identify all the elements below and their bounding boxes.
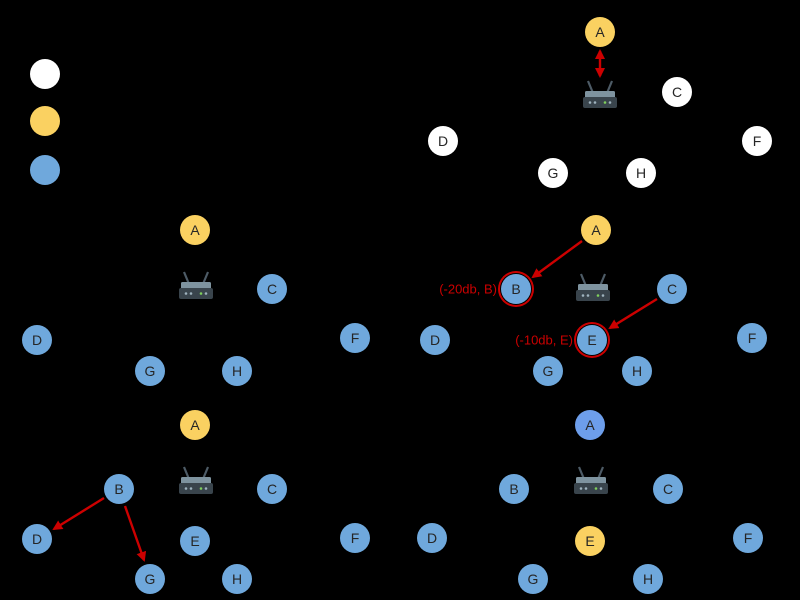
node-a: A <box>585 17 615 47</box>
node-e: E <box>575 526 605 556</box>
signal-arrow <box>123 505 147 562</box>
router-icon <box>573 273 613 305</box>
node-g: G <box>518 564 548 594</box>
signal-arrow <box>52 496 105 531</box>
node-c: C <box>657 274 687 304</box>
node-d: D <box>22 325 52 355</box>
router-icon <box>571 466 611 498</box>
node-e: E <box>180 526 210 556</box>
node-d: D <box>428 126 458 156</box>
legend-swatch-blue <box>30 155 60 185</box>
wireless-router-icon <box>583 80 617 108</box>
node-c: C <box>257 474 287 504</box>
router-icon <box>176 271 216 303</box>
node-c: C <box>257 274 287 304</box>
signal-strength-label: (-20db, B) <box>439 281 497 297</box>
node-f: F <box>737 323 767 353</box>
node-h: H <box>222 564 252 594</box>
node-e-highlighted: E <box>577 325 607 355</box>
node-g: G <box>135 356 165 386</box>
node-c: C <box>653 474 683 504</box>
signal-strength-label: (-10db, E) <box>515 332 573 348</box>
node-a: A <box>581 215 611 245</box>
wireless-router-icon <box>574 466 608 494</box>
node-b: B <box>104 474 134 504</box>
router-icon <box>580 80 620 112</box>
node-f: F <box>340 523 370 553</box>
wireless-router-icon <box>179 466 213 494</box>
node-g: G <box>135 564 165 594</box>
node-d: D <box>420 325 450 355</box>
node-h: H <box>222 356 252 386</box>
legend-swatch-white <box>30 59 60 89</box>
signal-arrow <box>531 240 583 279</box>
node-d: D <box>22 524 52 554</box>
wireless-router-icon <box>179 271 213 299</box>
node-a: A <box>180 410 210 440</box>
node-g: G <box>538 158 568 188</box>
node-f: F <box>742 126 772 156</box>
node-b-highlighted: B <box>501 274 531 304</box>
node-a: A <box>180 215 210 245</box>
node-c: C <box>662 77 692 107</box>
node-h: H <box>626 158 656 188</box>
signal-arrow <box>608 297 658 330</box>
node-d: D <box>417 523 447 553</box>
node-g: G <box>533 356 563 386</box>
node-f: F <box>340 323 370 353</box>
node-h: H <box>622 356 652 386</box>
node-b: B <box>499 474 529 504</box>
node-f: F <box>733 523 763 553</box>
wireless-router-icon <box>576 273 610 301</box>
legend-swatch-yellow <box>30 106 60 136</box>
router-icon <box>176 466 216 498</box>
node-h: H <box>633 564 663 594</box>
node-a: A <box>575 410 605 440</box>
